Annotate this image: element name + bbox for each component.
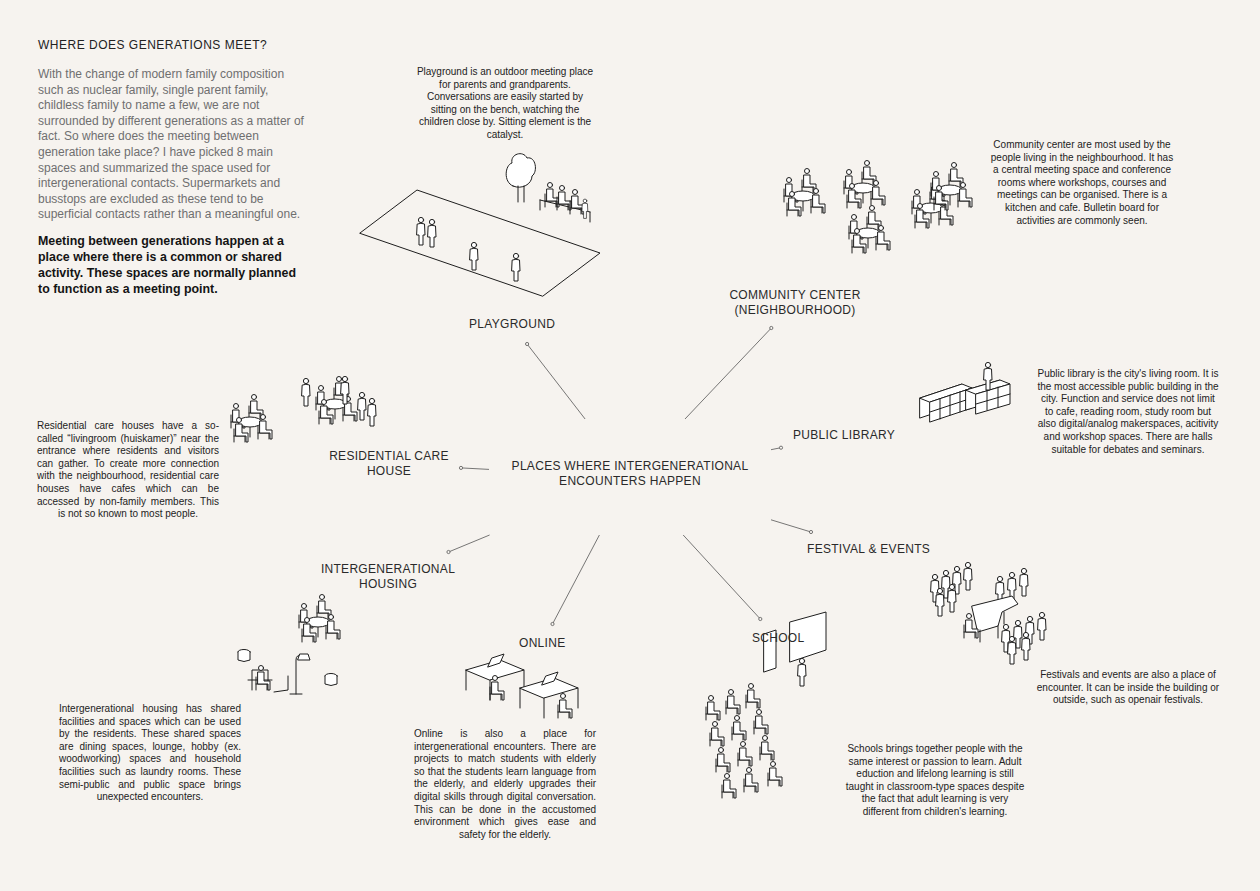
school-illustration [706,612,826,798]
connector [459,466,489,469]
place-label: COMMUNITY CENTER (NEIGHBOURHOOD) [713,278,877,328]
description: Online is also a place for intergenerati… [414,728,596,841]
connector-line [771,520,811,532]
key-statement: Meeting between generations happen at a … [38,233,306,297]
description: Community center are most used by the pe… [990,139,1174,227]
connector-dot [526,342,529,345]
connector [683,535,762,621]
connector-dot [809,530,812,533]
community-center-illustration [784,161,972,254]
playground-illustration [360,154,600,296]
connector-line [685,328,771,419]
place-label: SCHOOL [740,619,816,658]
connector [771,520,813,534]
node-text: RESIDENTIAL CARE HOUSE [329,449,449,479]
title: WHERE DOES GENERATIONS MEET? [38,38,267,52]
hub-label: PLACES WHERE INTERGENERATIONAL ENCOUNTER… [489,419,771,535]
housing-illustration [238,595,340,695]
connector [685,326,773,419]
description: Intergenerational housing has shared fac… [59,703,241,804]
node-text: PUBLIC LIBRARY [793,428,895,443]
description: Festivals and events are also a place of… [1036,669,1220,707]
place-label: ONLINE [507,624,577,663]
connector-dot [551,622,554,625]
connector [526,342,586,419]
connector [447,535,490,554]
library-illustration [920,362,1010,422]
connector-line [683,535,760,619]
festival-illustration [931,562,1046,664]
place-label: PUBLIC LIBRARY [781,418,907,453]
connector-dot [770,326,773,329]
node-text: FESTIVAL & EVENTS [807,542,930,557]
connector-dot [459,466,462,469]
node-text: COMMUNITY CENTER (NEIGHBOURHOOD) [725,288,865,318]
description: Residential care houses have a so-called… [37,420,219,521]
node-text: PLACES WHERE INTERGENERATIONAL ENCOUNTER… [505,459,755,489]
node-text: INTERGENERATIONAL HOUSING [308,562,468,592]
connector-line [553,535,600,624]
connector [771,446,783,450]
node-text: SCHOOL [752,631,804,646]
connector-line [527,344,585,419]
connector-dot [447,550,450,553]
description: Schools brings together people with the … [844,743,1026,819]
connector [551,535,600,626]
node-text: ONLINE [519,636,565,651]
place-label: FESTIVAL & EVENTS [795,532,942,567]
intro-text: With the change of modern family composi… [38,67,306,223]
place-label: RESIDENTIAL CARE HOUSE [317,441,461,487]
description: Playground is an outdoor meeting place f… [414,66,596,142]
connector-line [461,468,489,470]
connector-dot [759,617,762,620]
connector-line [449,535,490,552]
place-label: INTERGENERATIONAL HOUSING [296,552,480,602]
node-text: PLAYGROUND [469,317,555,332]
online-illustration [466,654,578,718]
residential-illustration [231,376,376,442]
place-label: PLAYGROUND [457,305,567,344]
description: Public library is the city's living room… [1036,368,1220,456]
connector-dot [779,446,782,449]
